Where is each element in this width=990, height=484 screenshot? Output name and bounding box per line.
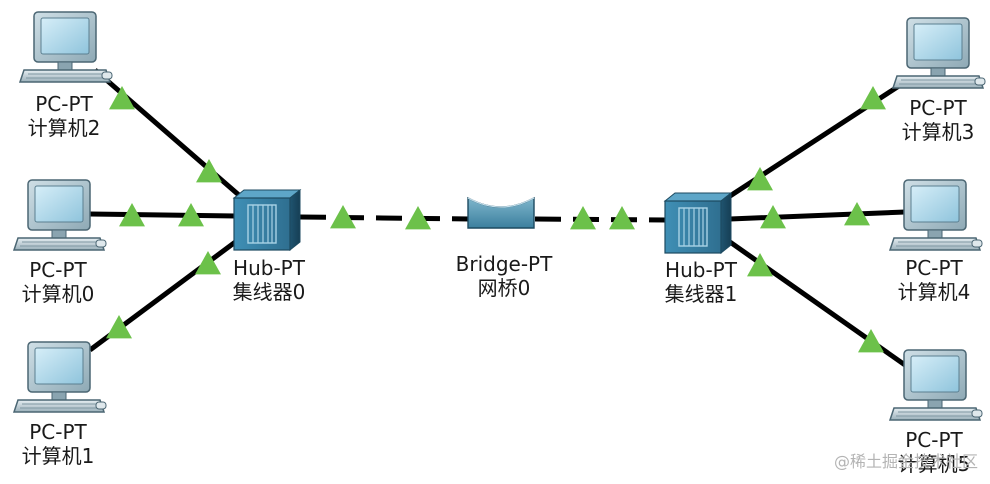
link-up-indicator (747, 167, 773, 191)
computer-icon[interactable] (892, 17, 986, 89)
device-label-pc2: PC-PT 计算机2 (14, 92, 114, 140)
link-pc0-hub0[interactable] (89, 211, 237, 219)
device-label-pc3: PC-PT 计算机3 (888, 96, 988, 144)
device-model: PC-PT (909, 96, 967, 120)
link-up-indicator (119, 203, 145, 227)
device-label-hub1: Hub-PT 集线器1 (646, 258, 756, 306)
watermark: @稀土掘金技术社区 (833, 452, 978, 471)
link-up-indicator (330, 205, 356, 229)
device-name: 集线器0 (232, 280, 306, 304)
device-model: Hub-PT (665, 258, 737, 282)
device-model: PC-PT (35, 92, 93, 116)
device-name: 计算机1 (21, 444, 95, 468)
computer-icon[interactable] (889, 349, 983, 421)
device-model: Bridge-PT (455, 252, 553, 276)
computer-icon[interactable] (889, 179, 983, 251)
hub-icon[interactable] (233, 189, 301, 251)
link-up-indicator (570, 206, 596, 230)
link-bridge-hub1[interactable] (534, 216, 667, 223)
link-up-indicator (195, 251, 221, 275)
device-name: 计算机5 (897, 452, 971, 476)
bridge-icon[interactable] (467, 196, 535, 229)
link-hub0-bridge[interactable] (299, 214, 471, 222)
device-name: 计算机2 (27, 116, 101, 140)
device-label-bridge: Bridge-PT 网桥0 (444, 252, 564, 300)
device-model: PC-PT (29, 258, 87, 282)
device-label-hub0: Hub-PT 集线器0 (214, 256, 324, 304)
link-up-indicator (858, 329, 884, 353)
device-model: PC-PT (905, 428, 963, 452)
link-hub1-pc4[interactable] (729, 209, 906, 222)
device-label-pc5: PC-PT 计算机5 (884, 428, 984, 476)
device-name: 集线器1 (664, 282, 738, 306)
link-up-indicator (106, 315, 132, 339)
link-up-indicator (609, 206, 635, 230)
computer-icon[interactable] (13, 341, 107, 413)
link-up-indicator (760, 205, 786, 229)
device-name: 计算机0 (21, 282, 95, 306)
link-up-indicator (860, 86, 886, 110)
link-up-indicator (109, 86, 135, 110)
device-name: 计算机3 (901, 120, 975, 144)
link-up-indicator (844, 202, 870, 226)
computer-icon[interactable] (19, 11, 113, 83)
link-up-indicator (178, 203, 204, 227)
device-model: Hub-PT (233, 256, 305, 280)
hub-icon[interactable] (664, 192, 732, 254)
device-label-pc1: PC-PT 计算机1 (8, 420, 108, 468)
device-model: PC-PT (905, 256, 963, 280)
link-up-indicator (405, 206, 431, 230)
device-name: 网桥0 (477, 276, 531, 300)
link-up-indicator (196, 159, 222, 183)
device-model: PC-PT (29, 420, 87, 444)
device-label-pc0: PC-PT 计算机0 (8, 258, 108, 306)
link-up-indicator (747, 253, 773, 277)
device-label-pc4: PC-PT 计算机4 (884, 256, 984, 304)
device-name: 计算机4 (897, 280, 971, 304)
